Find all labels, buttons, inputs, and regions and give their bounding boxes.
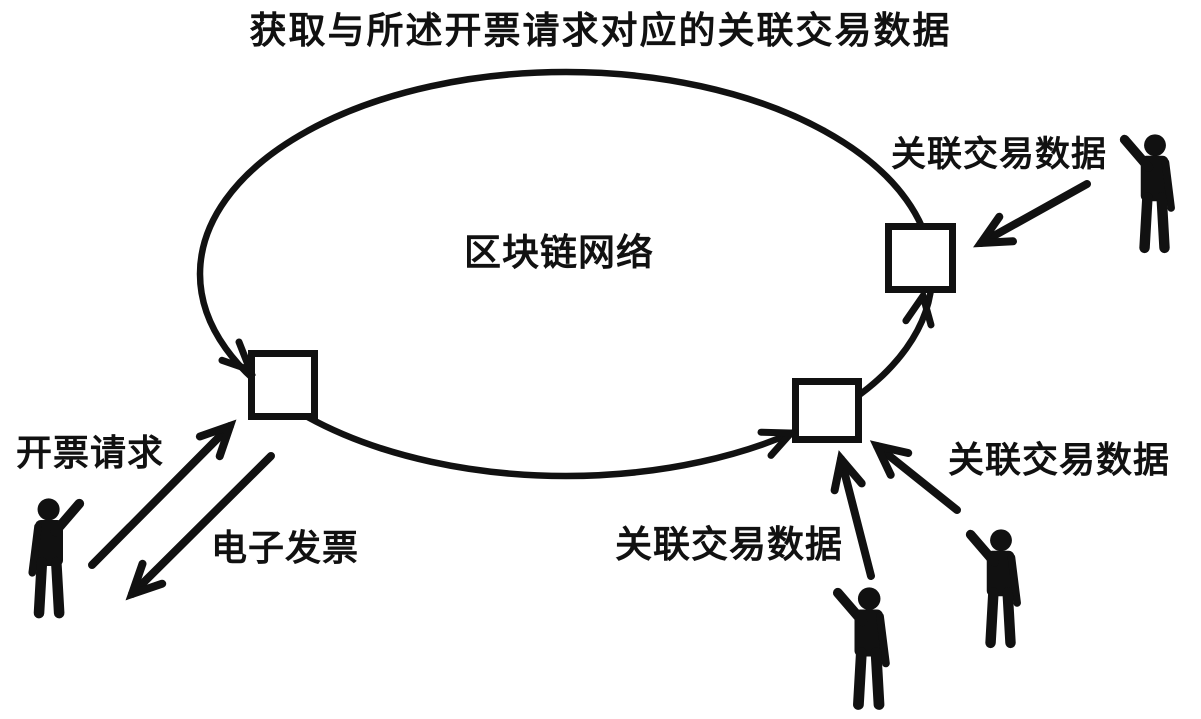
related-tx-right-arrow [869,440,961,514]
ellipse-flow-arrowhead-left-node [218,338,257,376]
related-tx-bottom-label: 关联交易数据 [615,525,843,566]
invoice-request-label: 开票请求 [16,433,165,473]
related-tx-bottom-arrow [830,450,875,580]
person-invoice-requester-icon [32,498,79,613]
blockchain-network-label: 区块链网络 [464,233,654,274]
electronic-invoice-arrow [125,452,275,601]
related-tx-right-label: 关联交易数据 [948,440,1171,480]
person-top-right-icon [1125,134,1172,248]
person-right-icon [971,529,1018,643]
blockchain-node-bottom-middle [792,378,862,443]
invoice-request-arrow [88,419,237,569]
diagram-title: 获取与所述开票请求对应的关联交易数据 [249,11,952,52]
blockchain-node-top-right [885,223,956,293]
ellipse-flow-arrowhead-bottom-node [757,428,799,459]
blockchain-node-left [248,350,318,420]
person-bottom-middle-icon [838,587,886,704]
related-tx-top-right-arrow [973,180,1091,248]
related-tx-top-right-label: 关联交易数据 [891,135,1108,174]
electronic-invoice-label: 电子发票 [211,528,360,568]
ellipse-flow-arrowhead-top-right-node [902,287,935,329]
